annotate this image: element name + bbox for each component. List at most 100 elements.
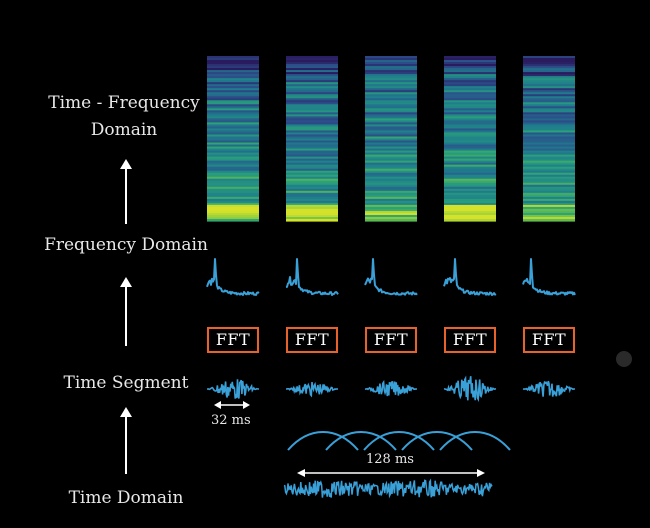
spectrogram	[286, 56, 338, 222]
spectrogram-band	[444, 156, 496, 160]
spectrogram-band	[365, 192, 417, 196]
spectrogram-band	[286, 138, 338, 142]
spectrogram-band	[523, 68, 575, 71]
frequency-spectrum	[522, 258, 576, 296]
spectrogram-band	[365, 200, 417, 204]
spectrogram-band	[286, 186, 338, 190]
frequency-spectrum	[206, 258, 260, 296]
spectrogram-band	[286, 188, 338, 192]
spectrogram-band	[286, 68, 338, 71]
spectrogram-band	[365, 174, 417, 178]
spectrogram-band	[286, 124, 338, 128]
spectrogram-band	[444, 134, 496, 138]
spectrogram-band	[365, 112, 417, 115]
spectrogram-band	[444, 214, 496, 218]
spectrogram-band	[207, 102, 259, 105]
spectrogram-band	[365, 142, 417, 146]
spectrogram-band	[286, 72, 338, 75]
spectrogram-band	[207, 118, 259, 121]
spectrogram-band	[286, 74, 338, 77]
spectrogram-band	[444, 180, 496, 184]
spectrogram-band	[207, 110, 259, 113]
spectrogram-band	[523, 218, 575, 222]
spectrogram-band	[444, 126, 496, 130]
time-domain-label: Time Domain	[68, 488, 184, 508]
spectrogram-band	[286, 132, 338, 136]
spectrogram-band	[444, 90, 496, 93]
time-segment-label: Time Segment	[63, 373, 189, 393]
spectrogram-band	[286, 80, 338, 83]
spectrogram-band	[286, 194, 338, 198]
spectrogram-band	[365, 126, 417, 130]
spectrogram-band	[444, 176, 496, 180]
spectrogram-band	[286, 92, 338, 95]
spectrogram-band	[365, 152, 417, 156]
spectrogram-band	[523, 202, 575, 206]
spectrogram-band	[444, 88, 496, 91]
spectrogram-band	[365, 208, 417, 212]
spectrogram-band	[207, 216, 259, 220]
time-domain-waveform	[283, 478, 493, 499]
spectrogram-band	[444, 58, 496, 61]
spectrogram-band	[444, 218, 496, 222]
spectrogram-band	[286, 98, 338, 101]
spectrogram-band	[207, 84, 259, 87]
spectrogram-band	[523, 210, 575, 214]
spectrogram-band	[286, 180, 338, 184]
spectrogram-band	[365, 104, 417, 107]
spectrogram-band	[444, 172, 496, 176]
spectrogram-band	[207, 90, 259, 93]
spectrogram-band	[286, 164, 338, 168]
fft-box: FFT	[444, 327, 496, 353]
spectrogram-band	[444, 138, 496, 142]
spectrogram-band	[207, 124, 259, 128]
spectrogram-band	[444, 92, 496, 95]
spectrogram-band	[207, 168, 259, 172]
spectrogram-band	[207, 114, 259, 117]
spectrogram-band	[286, 56, 338, 59]
window-duration-label: 128 ms	[366, 452, 414, 467]
spectrogram-band	[286, 190, 338, 194]
spectrogram-band	[365, 64, 417, 67]
spectrogram-band	[207, 176, 259, 180]
spectrogram-band	[207, 200, 259, 204]
spectrogram-band	[207, 136, 259, 140]
spectrogram-band	[523, 76, 575, 79]
spectrogram-band	[444, 208, 496, 212]
spectrogram-band	[444, 178, 496, 182]
spectrogram-band	[365, 196, 417, 200]
spectrogram-band	[365, 86, 417, 89]
spectrogram-band	[286, 88, 338, 91]
arrow-left-icon	[297, 469, 305, 477]
spectrogram-band	[523, 130, 575, 134]
spectrogram-band	[207, 160, 259, 164]
spectrogram-band	[286, 212, 338, 216]
spectrogram-band	[523, 164, 575, 168]
spectrogram-band	[523, 156, 575, 160]
spectrogram-band	[523, 108, 575, 111]
spectrogram-band	[207, 126, 259, 130]
spectrogram-band	[365, 156, 417, 160]
spectrogram-band	[365, 210, 417, 214]
spectrogram-band	[444, 160, 496, 164]
spectrogram-band	[286, 116, 338, 119]
spectrogram-band	[365, 162, 417, 166]
spectrogram-band	[365, 204, 417, 208]
spectrogram-band	[207, 150, 259, 154]
spectrogram-band	[444, 98, 496, 101]
tf-domain-label-line1: Time - Frequency	[48, 93, 200, 113]
spectrogram-band	[365, 138, 417, 142]
time-segment-waveform	[364, 379, 417, 397]
spectrogram-band	[444, 116, 496, 119]
spectrogram-band	[444, 194, 496, 198]
spectrogram-band	[365, 206, 417, 210]
spectrogram-band	[365, 214, 417, 218]
spectrogram-band	[444, 210, 496, 214]
spectrogram-band	[523, 80, 575, 83]
spectrogram-band	[365, 70, 417, 73]
spectrogram-band	[444, 144, 496, 148]
spectrogram-band	[444, 204, 496, 208]
spectrogram-band	[444, 182, 496, 186]
spectrogram-band	[444, 186, 496, 190]
spectrogram-band	[286, 202, 338, 206]
